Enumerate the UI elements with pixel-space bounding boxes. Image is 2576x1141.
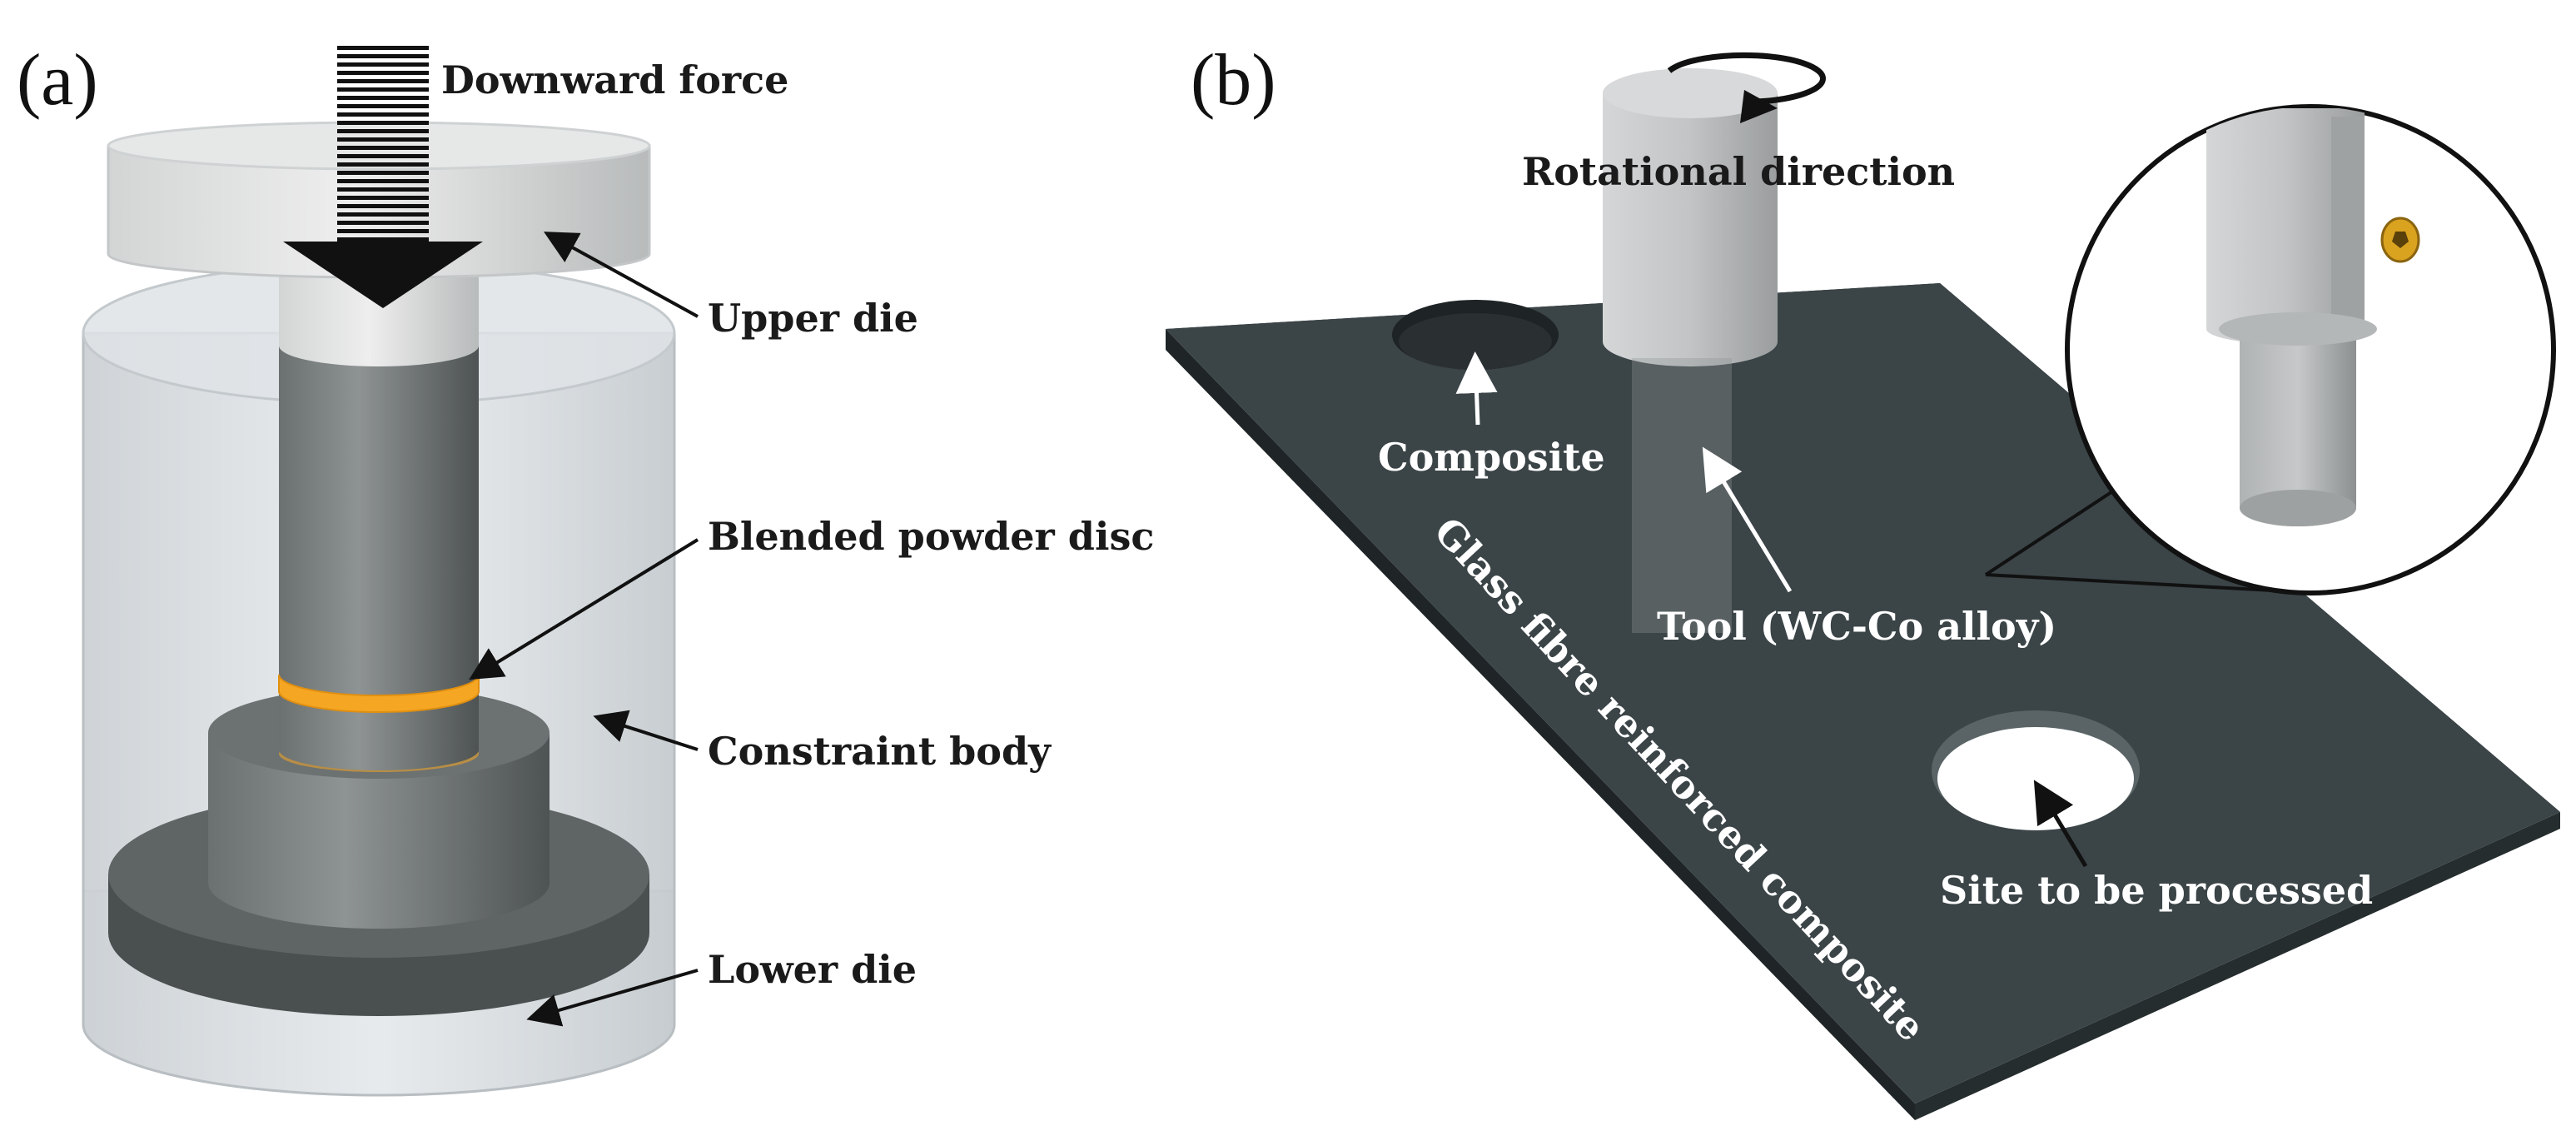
force-arrow-stripe (337, 71, 429, 75)
force-arrow-stripe (337, 204, 429, 208)
upper-die-neck (279, 275, 479, 366)
downward-force-arrow (283, 46, 483, 308)
force-arrow-stripe (337, 146, 429, 150)
force-arrow-stripe (337, 212, 429, 217)
label-site: Site to be processed (1940, 868, 2373, 913)
force-arrow-stripe (337, 62, 429, 67)
force-arrow-stripe (337, 54, 429, 58)
blended-powder-disc (278, 674, 480, 713)
force-arrow-stripe (337, 129, 429, 133)
panel-a-tag: (a) (17, 40, 98, 121)
force-arrow-stripe (337, 112, 429, 117)
force-arrow-stripe (337, 229, 429, 233)
force-arrow-stripe (337, 237, 429, 242)
label-downward-force: Downward force (441, 57, 788, 102)
force-arrow-stripe (337, 137, 429, 142)
force-arrow-stripe (337, 104, 429, 108)
leader-lower-die (526, 969, 699, 1027)
leader-tool (1702, 446, 1793, 593)
panel-b-tag: (b) (1191, 40, 1276, 121)
force-arrow-stripe (337, 221, 429, 225)
rotational-direction-arrow (1667, 52, 1826, 123)
leader-site (2033, 780, 2088, 868)
leader-composite (1455, 351, 1498, 426)
force-arrow-stripe (337, 96, 429, 100)
label-composite: Composite (1378, 435, 1605, 480)
composite-plate (1166, 283, 2560, 1120)
label-upper-die: Upper die (708, 296, 918, 341)
force-arrow-stripe (337, 154, 429, 158)
label-tool: Tool (WC-Co alloy) (1657, 604, 2056, 649)
zoom-line-1 (1984, 486, 2121, 576)
set-screw (2380, 217, 2420, 263)
force-arrow-stripe (337, 121, 429, 125)
site-hole (1932, 710, 2140, 830)
leader-powder-disc (469, 538, 699, 680)
composite-hole (1392, 300, 1559, 370)
upper-stem (279, 341, 479, 770)
force-arrow-stripe (337, 46, 429, 50)
panel-a: (a) (17, 40, 1154, 1097)
panel-b: (b) (1166, 40, 2560, 1120)
force-arrow-stripe (337, 87, 429, 92)
force-arrow-stripe (337, 162, 429, 167)
force-arrow-stripe (337, 79, 429, 83)
label-lower-die: Lower die (708, 947, 917, 992)
force-arrow-stripe (337, 187, 429, 192)
zoom-inset (2065, 104, 2556, 595)
leader-constraint-body (593, 710, 699, 751)
label-rotational-direction: Rotational direction (1522, 149, 1955, 194)
force-arrow-stripe (337, 171, 429, 175)
label-constraint-body: Constraint body (708, 729, 1052, 774)
label-blended-powder-disc: Blended powder disc (708, 514, 1154, 559)
leader-upper-die (543, 232, 699, 318)
force-arrow-stripe (337, 179, 429, 183)
tool (1603, 68, 1778, 633)
force-arrow-stripe (337, 196, 429, 200)
